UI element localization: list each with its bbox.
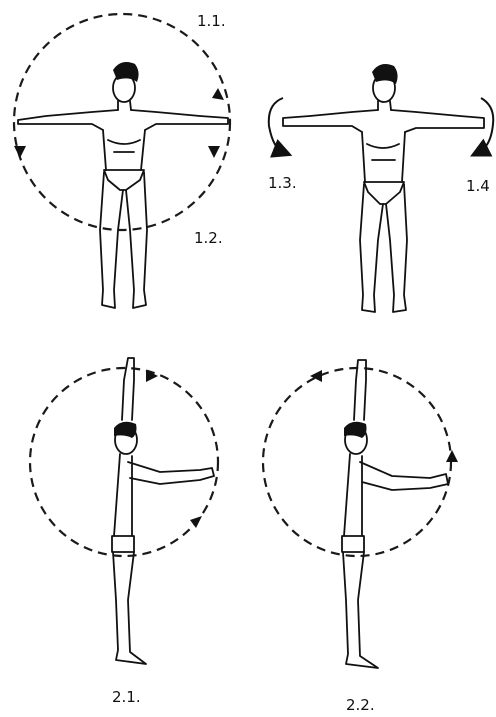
legs [343, 552, 378, 668]
right-arm [131, 110, 228, 130]
label-2-2: 2.2. [346, 696, 375, 714]
label-2-1: 2.1. [112, 688, 141, 706]
torso [114, 454, 132, 536]
label-1-3: 1.3. [268, 174, 297, 192]
forward-arm [128, 462, 214, 484]
right-arm [391, 110, 484, 132]
trunks [364, 182, 404, 204]
rotation-arrow-left-icon [269, 98, 283, 152]
torso [362, 132, 405, 182]
left-arm [18, 110, 118, 130]
label-1-1: 1.1. [197, 12, 226, 30]
arrow-icon [212, 88, 224, 100]
trunks [112, 536, 134, 552]
torso [103, 130, 145, 170]
figure-side-backward: 2.2. [263, 360, 458, 714]
torso [344, 454, 362, 536]
figure-front-rotation: 1.3. 1.4 [268, 64, 493, 312]
rotation-arrow-right-icon [479, 98, 493, 152]
label-1-2: 1.2. [194, 229, 223, 247]
trunks [342, 536, 364, 552]
arrow-icon [190, 516, 202, 528]
arrow-icon [14, 146, 26, 158]
legs [100, 172, 147, 308]
figure-side-forward: 2.1. [30, 358, 218, 706]
forward-arm [360, 462, 448, 490]
trunks [104, 170, 144, 190]
arrow-icon [208, 146, 220, 158]
dashed-circle [263, 368, 451, 556]
figure-front-circles: 1.1. 1.2. [14, 12, 230, 308]
legs [113, 552, 146, 664]
arrow-icon [446, 450, 458, 462]
left-arm [283, 110, 378, 132]
label-1-4: 1.4 [466, 177, 490, 195]
hair [113, 62, 139, 82]
